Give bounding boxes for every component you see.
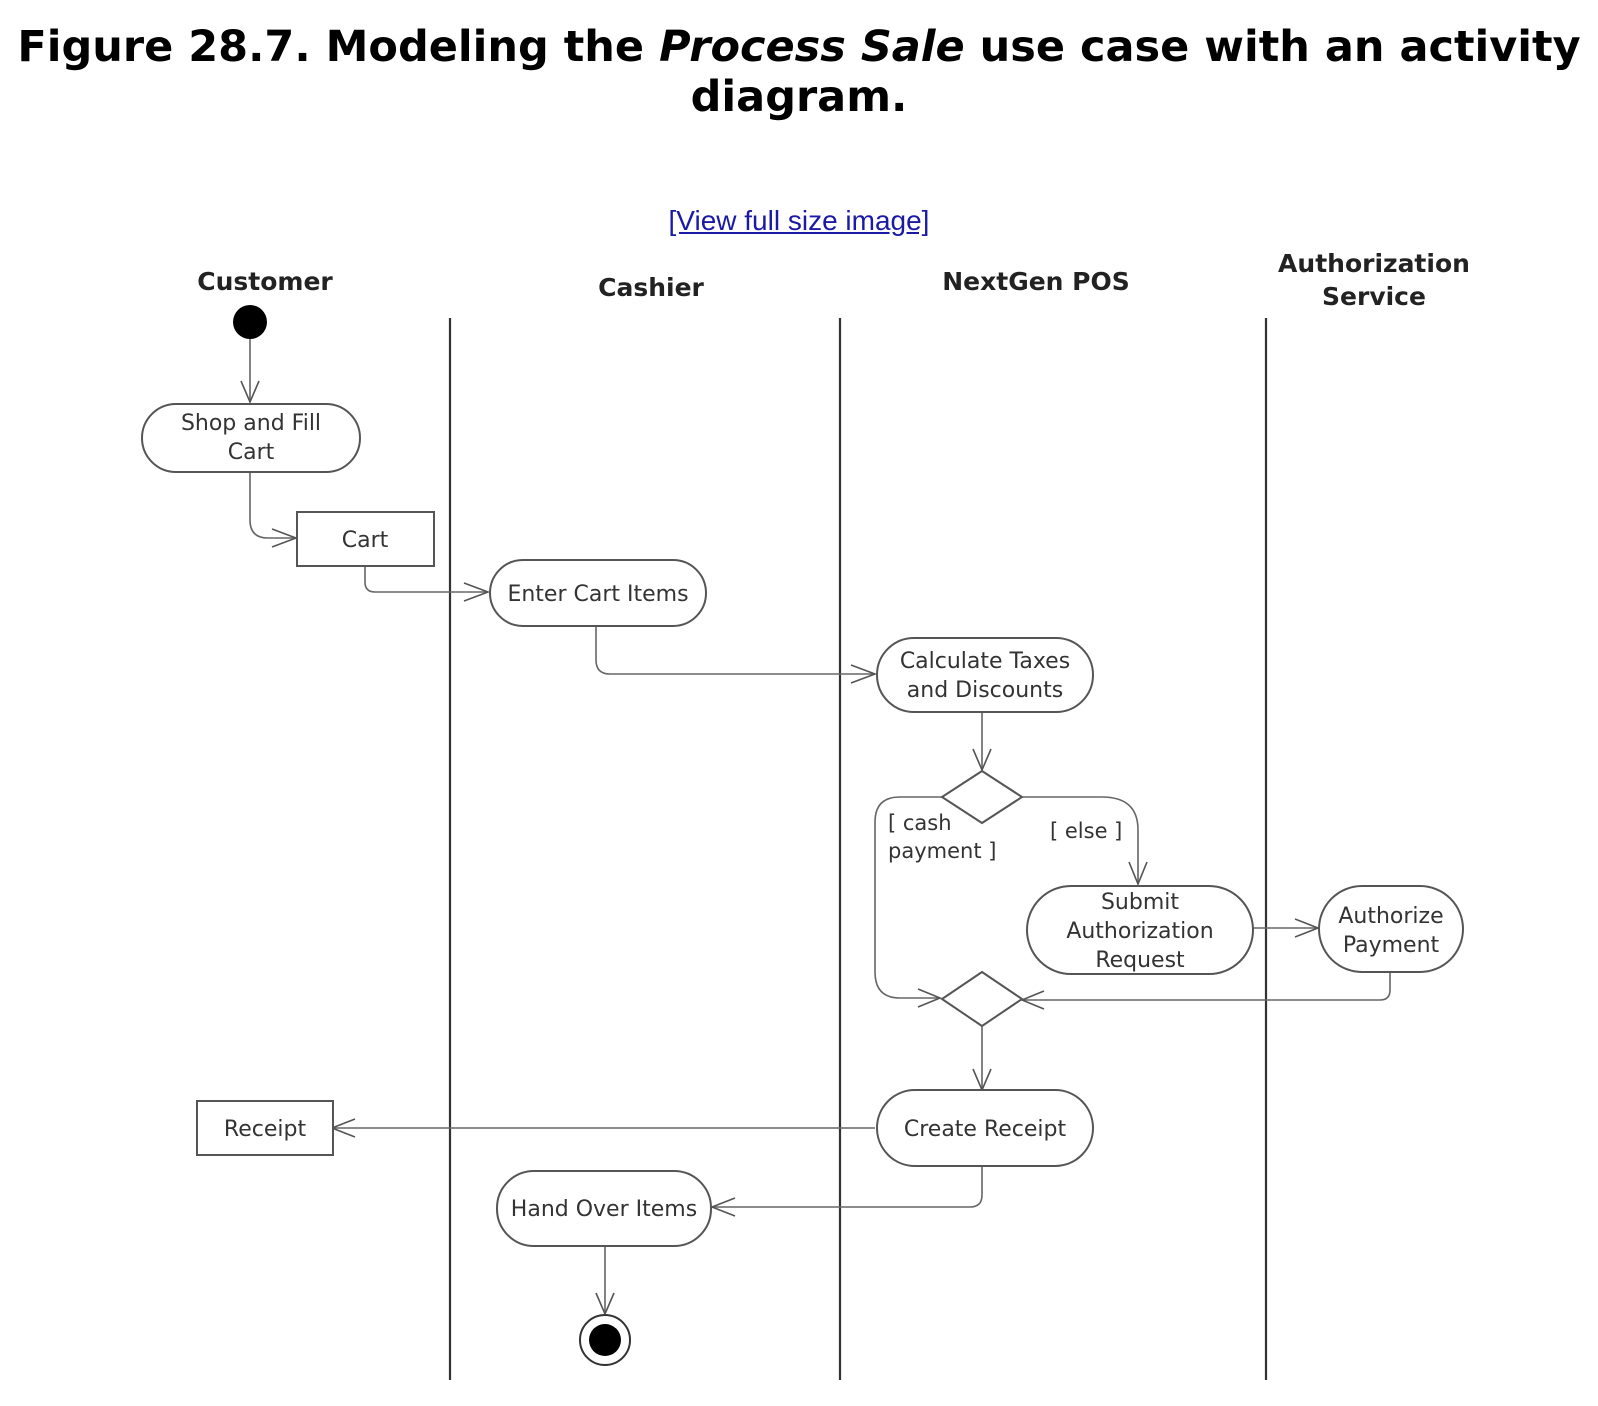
object-cart-label: Cart bbox=[342, 528, 389, 553]
action-hand-over-items bbox=[496, 1170, 712, 1247]
guard-else: [ else ] bbox=[1050, 819, 1122, 843]
action-submit-label-2: Authorization bbox=[1066, 919, 1213, 944]
figure-title-rest: use case with an activity bbox=[964, 22, 1581, 72]
edge-cart-to-enter bbox=[364, 566, 488, 593]
arrowhead-shop bbox=[240, 380, 260, 405]
action-create-receipt bbox=[876, 1089, 1094, 1167]
object-receipt-label: Receipt bbox=[224, 1117, 307, 1142]
figure-title-line2: diagram. bbox=[690, 72, 908, 122]
guard-cash-1: [ cash bbox=[888, 811, 952, 835]
action-hand-over-label: Hand Over Items bbox=[511, 1197, 697, 1222]
action-enter-label: Enter Cart Items bbox=[507, 582, 688, 607]
edge-decision-else bbox=[1022, 796, 1139, 884]
action-calc-label-2: and Discounts bbox=[907, 678, 1063, 703]
action-authorize-label-2: Payment bbox=[1343, 933, 1440, 958]
initial-node bbox=[233, 305, 267, 339]
lane-title-nextgen-pos: NextGen POS bbox=[942, 267, 1130, 296]
view-full-size-link[interactable]: [View full size image] bbox=[668, 205, 930, 236]
arrowhead-submit bbox=[1128, 861, 1148, 887]
lane-title-authorization-line2: Service bbox=[1322, 282, 1426, 311]
lane-title-authorization-line1: Authorization bbox=[1278, 249, 1470, 278]
action-calculate-taxes bbox=[876, 637, 1094, 713]
action-calc-label-1: Calculate Taxes bbox=[900, 649, 1070, 674]
lane-title-customer: Customer bbox=[197, 267, 333, 296]
figure-title-emphasis: Process Sale bbox=[659, 22, 965, 72]
arrowhead-authorize bbox=[1294, 918, 1321, 938]
guard-cash-2: payment ] bbox=[888, 839, 996, 863]
arrowhead-calc bbox=[850, 664, 878, 684]
action-create-receipt-label: Create Receipt bbox=[904, 1117, 1067, 1142]
edge-create-to-hand-over bbox=[712, 1166, 983, 1208]
action-authorize-payment bbox=[1318, 885, 1464, 973]
lane-title-cashier: Cashier bbox=[598, 273, 704, 302]
action-submit-authorization bbox=[1026, 885, 1254, 975]
action-submit-label-1: Submit bbox=[1101, 890, 1179, 915]
edge-authorize-to-merge bbox=[1022, 972, 1391, 1001]
action-authorize-label-1: Authorize bbox=[1338, 904, 1443, 929]
action-submit-label-3: Request bbox=[1095, 948, 1185, 973]
action-shop-label-2: Cart bbox=[228, 440, 275, 465]
arrowhead-hand-over bbox=[709, 1197, 736, 1217]
action-shop-label-1: Shop and Fill bbox=[181, 411, 321, 436]
arrowhead-enter bbox=[463, 582, 491, 602]
figure-title-label: Figure 28.7. Modeling the bbox=[17, 22, 660, 72]
object-cart bbox=[296, 511, 435, 567]
merge-node bbox=[940, 970, 1024, 1028]
arrowhead-merge-left bbox=[917, 988, 943, 1008]
action-enter-cart-items bbox=[489, 559, 707, 627]
object-receipt bbox=[196, 1100, 334, 1156]
edge-decision-cash bbox=[874, 796, 942, 999]
edge-shop-to-cart bbox=[249, 472, 296, 539]
decision-node bbox=[940, 769, 1024, 825]
action-shop-and-fill-cart bbox=[141, 403, 361, 473]
edge-enter-to-calc bbox=[595, 626, 875, 675]
final-node-inner bbox=[589, 1324, 621, 1356]
figure-title: Figure 28.7. Modeling the Process Sale u… bbox=[0, 22, 1598, 122]
